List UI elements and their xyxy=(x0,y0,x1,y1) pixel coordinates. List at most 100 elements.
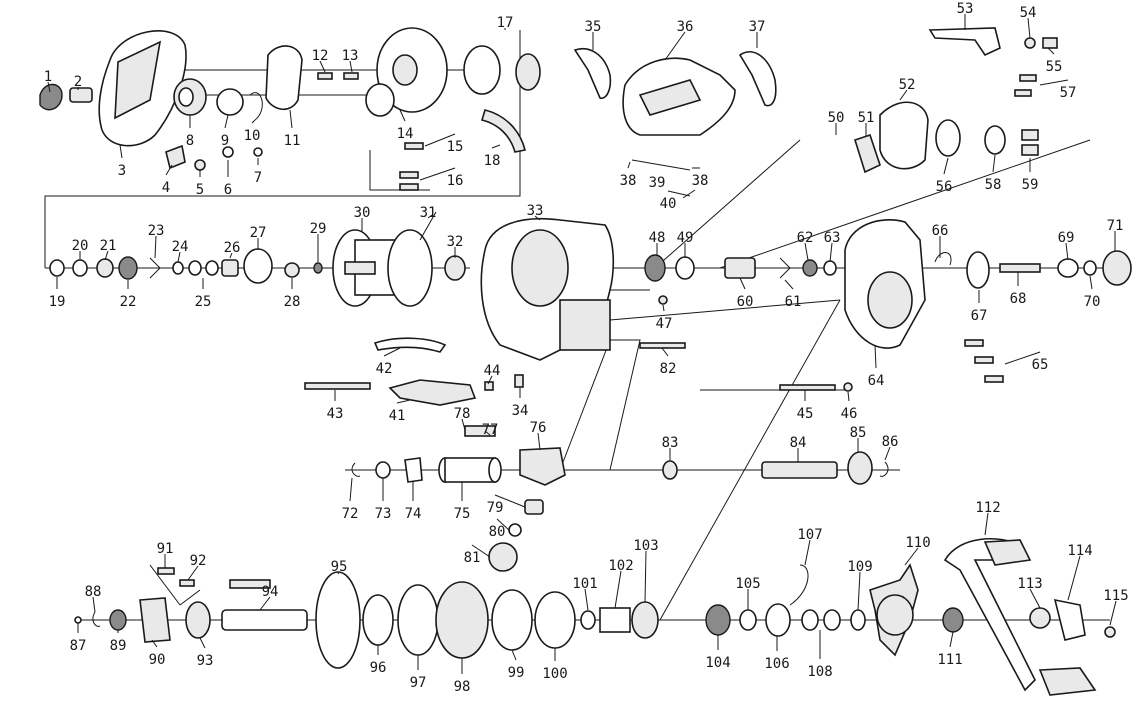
part-number-label: 66 xyxy=(932,223,949,239)
part-number-label: 14 xyxy=(397,126,414,142)
leader-line xyxy=(484,430,491,436)
leader-line xyxy=(151,639,158,648)
leader-line xyxy=(427,214,433,219)
part-number-label: 54 xyxy=(1020,5,1037,21)
leader-line xyxy=(494,494,526,508)
part-number-label: 100 xyxy=(542,666,567,682)
leader-line xyxy=(1047,47,1055,55)
part-number-label: 84 xyxy=(790,435,807,451)
part-number-label: 97 xyxy=(410,675,427,691)
part-number-label: 35 xyxy=(585,19,602,35)
part-number-label: 111 xyxy=(937,652,962,668)
part-number-label: 58 xyxy=(985,177,1002,193)
leader-line xyxy=(471,544,491,558)
leader-line xyxy=(349,477,353,502)
part-number-label: 105 xyxy=(735,576,760,592)
part-number-label: 46 xyxy=(841,406,858,422)
part-number-label: 65 xyxy=(1032,357,1049,373)
part-number-label: 19 xyxy=(49,294,66,310)
leader-line xyxy=(829,242,833,263)
leader-line xyxy=(949,631,954,648)
leader-line xyxy=(884,446,891,461)
leader-line xyxy=(1039,79,1069,86)
part-number-label: 9 xyxy=(221,133,229,149)
part-number-label: 33 xyxy=(527,203,544,219)
part-number-label: 52 xyxy=(899,77,916,93)
part-number-label: 7 xyxy=(254,170,262,186)
part-number-label: 67 xyxy=(971,308,988,324)
part-number-label: 82 xyxy=(660,361,677,377)
part-number-label: 110 xyxy=(905,535,930,551)
part-number-label: 83 xyxy=(662,435,679,451)
part-number-label: 113 xyxy=(1017,576,1042,592)
leader-line xyxy=(1065,242,1069,261)
part-number-label: 57 xyxy=(1060,85,1077,101)
part-number-label: 49 xyxy=(677,230,694,246)
leader-line xyxy=(992,154,996,173)
part-number-label: 85 xyxy=(850,425,867,441)
leader-line xyxy=(337,571,340,575)
part-number-label: 8 xyxy=(186,133,194,149)
part-number-label: 91 xyxy=(157,541,174,557)
leader-line xyxy=(537,432,541,451)
levelwind-row xyxy=(351,425,889,572)
part-number-label: 24 xyxy=(172,239,189,255)
leader-line xyxy=(661,347,669,357)
leader-line xyxy=(847,391,850,402)
leader-line xyxy=(119,144,123,159)
part-number-label: 80 xyxy=(489,524,506,540)
leader-line xyxy=(424,133,456,147)
part-number-label: 36 xyxy=(677,19,694,35)
part-number-label: 69 xyxy=(1058,230,1075,246)
leader-line xyxy=(199,637,206,649)
leader-line xyxy=(667,190,691,197)
part-number-label: 39 xyxy=(649,175,666,191)
part-number-label: 75 xyxy=(454,506,471,522)
leader-line xyxy=(857,571,861,611)
part-number-label: 115 xyxy=(1103,588,1128,604)
part-number-label: 17 xyxy=(497,15,514,31)
part-number-label: 93 xyxy=(197,653,214,669)
leader-line xyxy=(804,539,811,566)
part-number-label: 18 xyxy=(484,153,501,169)
part-number-label: 53 xyxy=(957,1,974,17)
part-number-label: 60 xyxy=(737,294,754,310)
part-number-label: 15 xyxy=(447,139,464,155)
part-number-label: 26 xyxy=(224,240,241,256)
part-number-label: 72 xyxy=(342,506,359,522)
part-number-label: 79 xyxy=(487,500,504,516)
part-number-label: 11 xyxy=(284,133,301,149)
part-number-label: 95 xyxy=(331,559,348,575)
part-number-label: 73 xyxy=(375,506,392,522)
leader-line xyxy=(804,242,809,261)
part-number-label: 28 xyxy=(284,294,301,310)
leader-line xyxy=(614,570,622,609)
leader-line xyxy=(874,344,877,369)
part-number-label: 74 xyxy=(405,506,422,522)
leader-line xyxy=(92,596,96,613)
leader-line xyxy=(1004,351,1041,365)
leader-line xyxy=(383,347,401,357)
part-number-label: 70 xyxy=(1084,294,1101,310)
part-number-label: 61 xyxy=(785,294,802,310)
part-number-label: 107 xyxy=(797,527,822,543)
part-number-label: 94 xyxy=(262,584,279,600)
part-number-label: 2 xyxy=(74,74,82,90)
leader-line xyxy=(177,251,181,263)
part-number-label: 87 xyxy=(70,638,87,654)
part-number-label: 1 xyxy=(44,69,52,85)
part-number-label: 98 xyxy=(454,679,471,695)
part-number-label: 51 xyxy=(858,110,875,126)
part-number-label: 114 xyxy=(1067,543,1092,559)
part-number-label: 42 xyxy=(376,361,393,377)
part-number-label: 22 xyxy=(120,294,137,310)
part-number-label: 92 xyxy=(190,553,207,569)
part-number-label: 63 xyxy=(824,230,841,246)
leader-line xyxy=(1027,17,1031,39)
part-number-label: 6 xyxy=(224,182,232,198)
part-number-label: 41 xyxy=(389,408,406,424)
handle-drag-row xyxy=(74,537,1116,696)
leader-line xyxy=(511,649,517,661)
leader-line xyxy=(349,60,353,73)
